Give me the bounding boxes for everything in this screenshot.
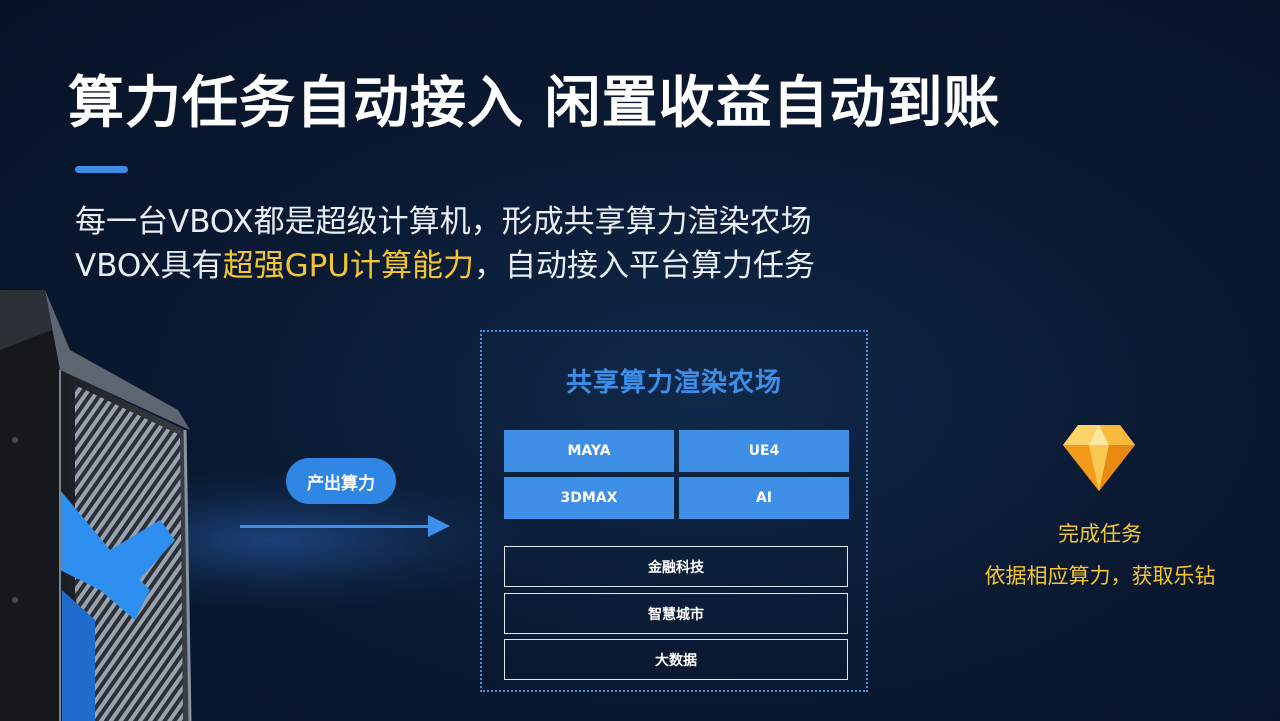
field-box-smart-city: 智慧城市 [504, 593, 848, 634]
flow-arrow-head-icon [428, 515, 450, 537]
diamond-icon [1063, 425, 1135, 491]
software-cell-ai: AI [679, 477, 849, 519]
subtitle-line-2-suffix: ，自动接入平台算力任务 [474, 248, 815, 284]
software-cell-maya: MAYA [504, 430, 674, 472]
reward-line-2: 依据相应算力，获取乐钻 [984, 564, 1216, 588]
page-title: 算力任务自动接入 闲置收益自动到账 [68, 71, 1001, 136]
title-accent-bar [75, 166, 128, 173]
render-farm-panel: 共享算力渲染农场 MAYA UE4 3DMAX AI 金融科技 智慧城市 大数据 [480, 330, 868, 692]
subtitle-line-1: 每一台VBOX都是超级计算机，形成共享算力渲染农场 [75, 204, 812, 240]
software-cell-3dmax: 3DMAX [504, 477, 674, 519]
reward-line-1: 完成任务 [1058, 522, 1142, 546]
output-compute-pill: 产出算力 [286, 458, 396, 504]
field-box-big-data: 大数据 [504, 639, 848, 680]
software-cell-ue4: UE4 [679, 430, 849, 472]
subtitle-highlight: 超强GPU计算能力 [222, 248, 474, 284]
subtitle-line-2: VBOX具有超强GPU计算能力，自动接入平台算力任务 [75, 240, 815, 285]
flow-arrow-line [240, 525, 432, 528]
field-box-fintech: 金融科技 [504, 546, 848, 587]
render-farm-title: 共享算力渲染农场 [565, 368, 782, 398]
vbox-device-image [0, 290, 192, 721]
subtitle-line-2-prefix: VBOX具有 [75, 248, 223, 284]
